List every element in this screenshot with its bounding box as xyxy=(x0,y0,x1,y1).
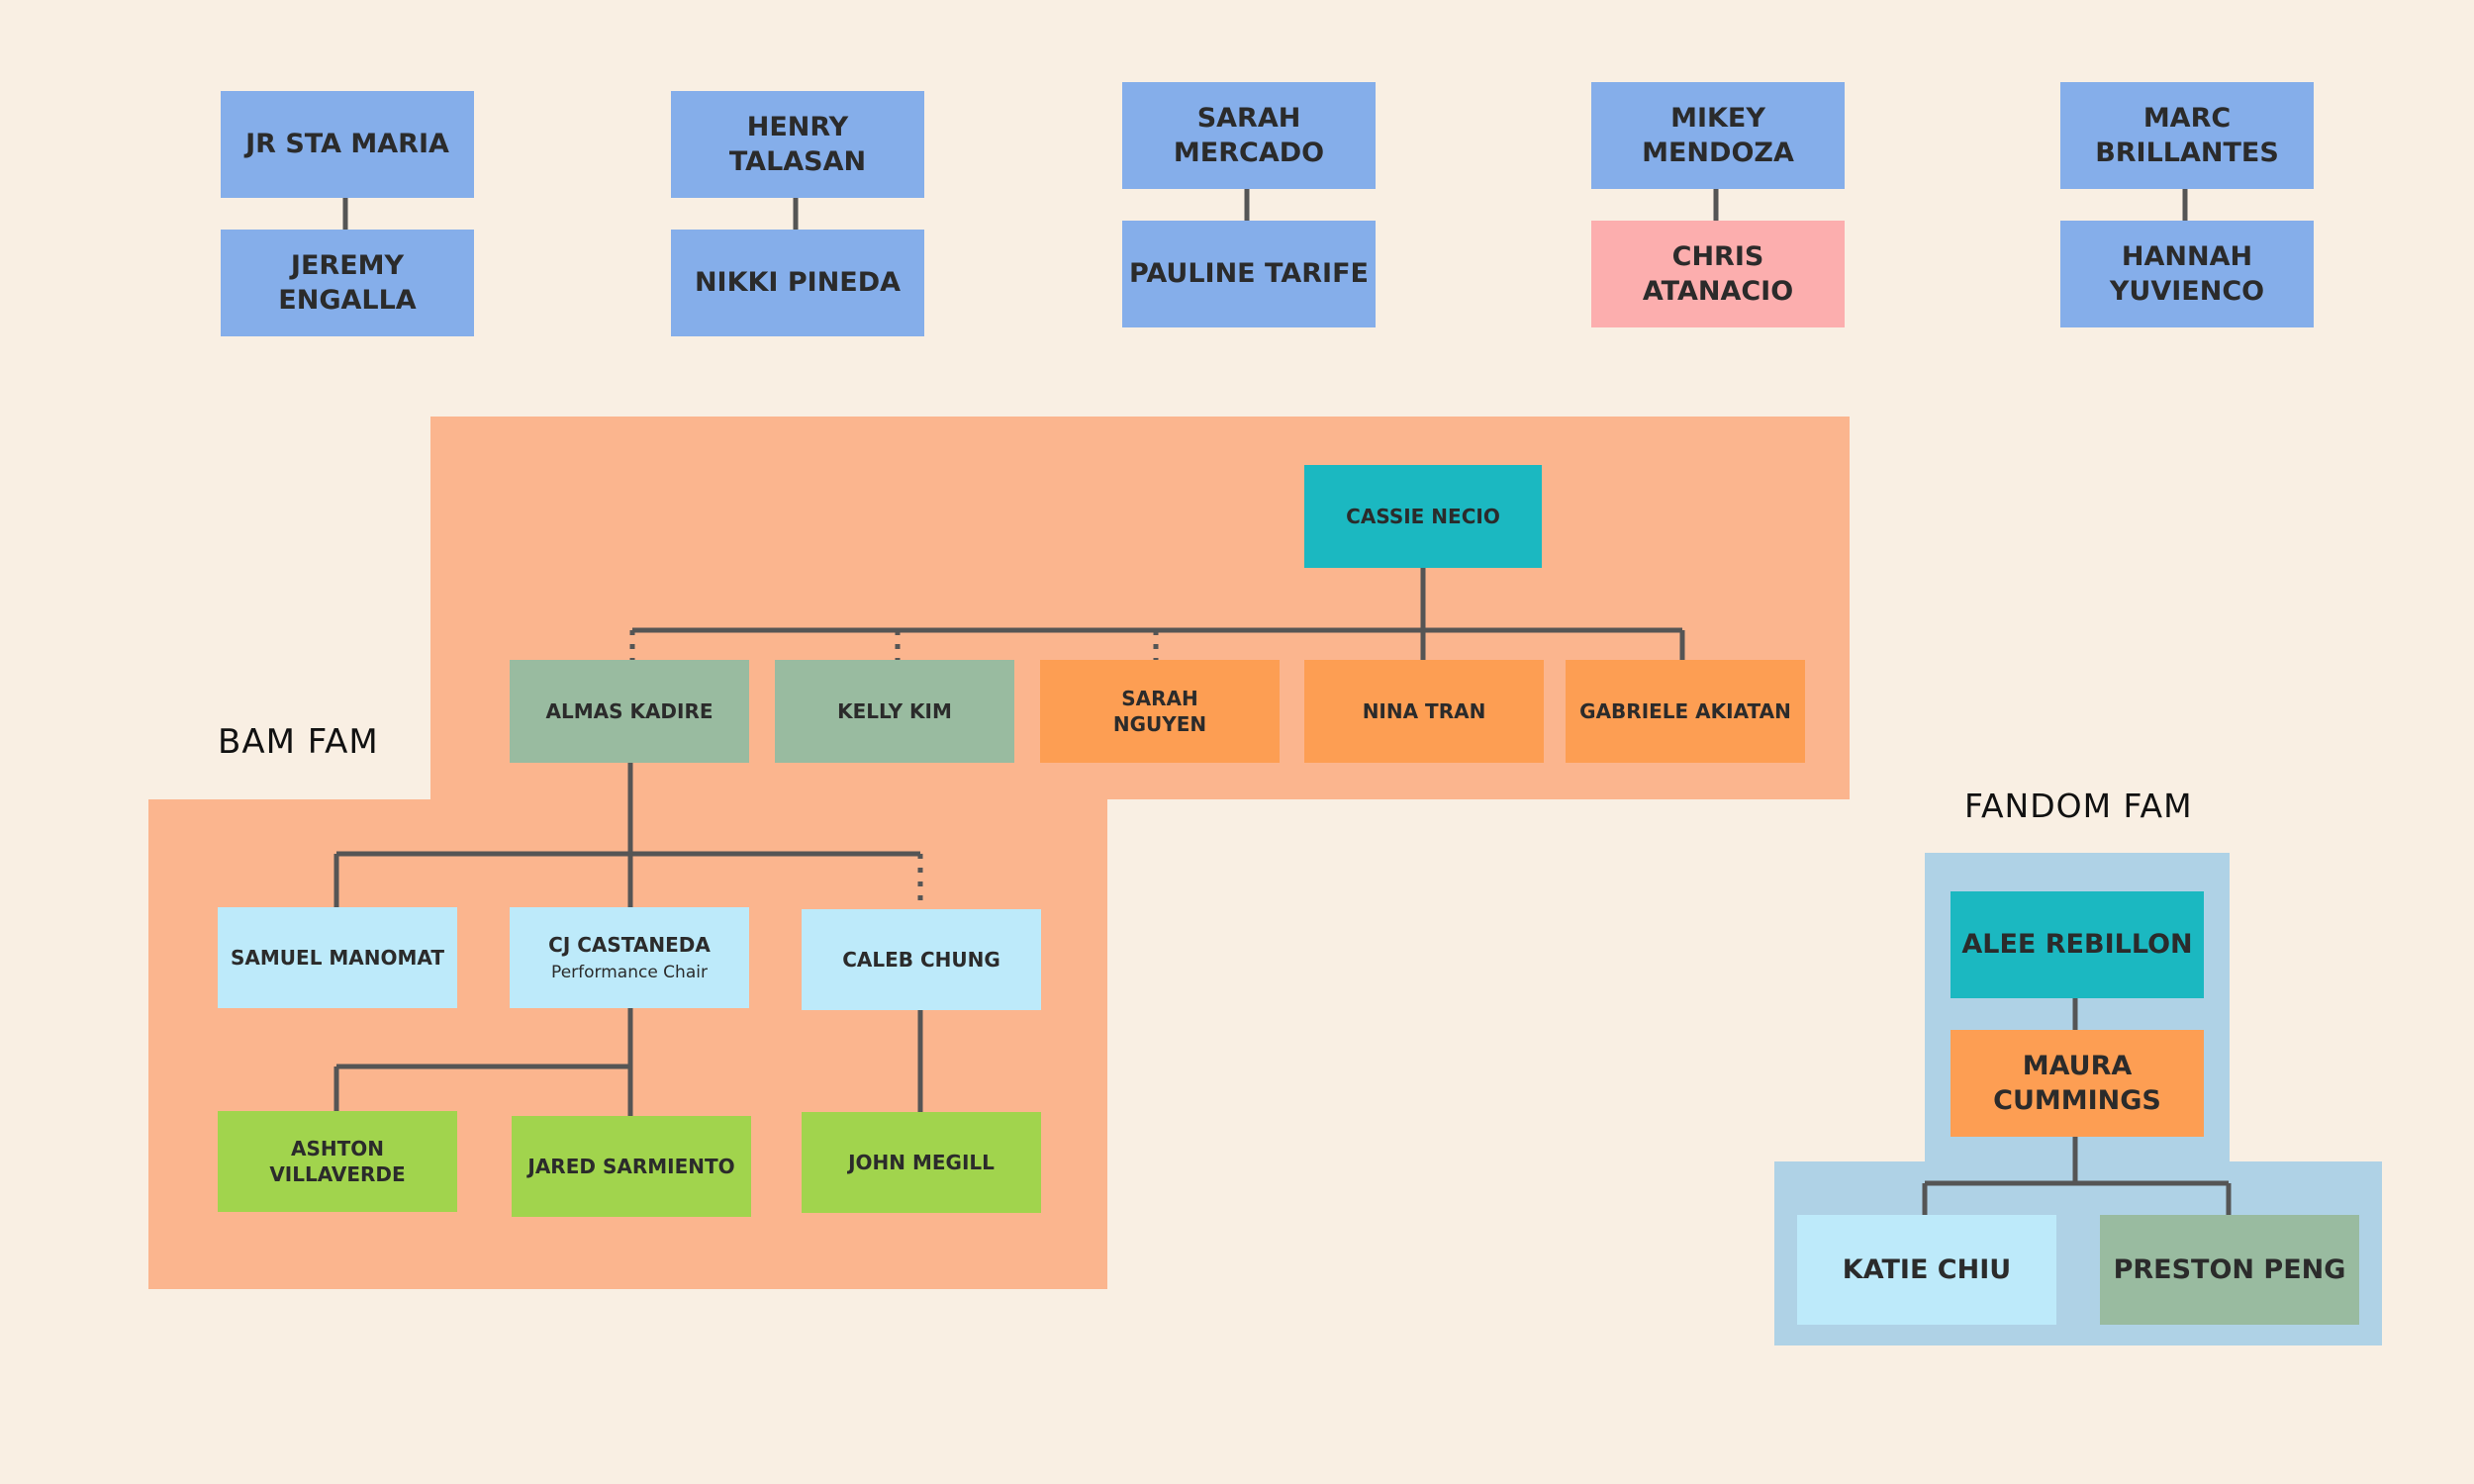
bam-level2-name-3: CALEB CHUNG xyxy=(842,948,1000,972)
pair-2-top-node: HENRY TALASAN xyxy=(671,91,924,198)
pair-3-bottom-node: PAULINE TARIFE xyxy=(1122,221,1376,327)
bam-level1-node-4: NINA TRAN xyxy=(1304,660,1544,763)
bam-level2-name-2: CJ CASTANEDA xyxy=(548,932,711,957)
bam-level3-node-2: JARED SARMIENTO xyxy=(512,1116,751,1217)
pair-2-bottom-node: NIKKI PINEDA xyxy=(671,230,924,336)
bam-fam-label: BAM FAM xyxy=(218,722,379,762)
pair-5-bottom-node: HANNAH YUVIENCO xyxy=(2060,221,2314,327)
fandom-child-node-1: KATIE CHIU xyxy=(1797,1215,2056,1325)
fandom-root-node: ALEE REBILLON xyxy=(1951,891,2204,998)
bam-level2-node-1: SAMUEL MANOMAT xyxy=(218,907,457,1008)
bam-level1-node-1: ALMAS KADIRE xyxy=(510,660,749,763)
pair-1-top-node: JR STA MARIA xyxy=(221,91,474,198)
bam-level2-node-3: CALEB CHUNG xyxy=(802,909,1041,1010)
pair-4-bottom-node: CHRIS ATANACIO xyxy=(1591,221,1845,327)
pair-1-bottom-node: JEREMY ENGALLA xyxy=(221,230,474,336)
bam-level1-node-5: GABRIELE AKIATAN xyxy=(1566,660,1805,763)
fandom-middle-node: MAURA CUMMINGS xyxy=(1951,1030,2204,1137)
pair-3-top-node: SARAH MERCADO xyxy=(1122,82,1376,189)
bam-level2-role-2: Performance Chair xyxy=(551,962,708,982)
bam-level3-node-1: ASHTON VILLAVERDE xyxy=(218,1111,457,1212)
fandom-child-node-2: PRESTON PENG xyxy=(2100,1215,2359,1325)
pair-5-top-node: MARC BRILLANTES xyxy=(2060,82,2314,189)
bam-level2-name-1: SAMUEL MANOMAT xyxy=(231,946,444,970)
bam-level1-node-2: KELLY KIM xyxy=(775,660,1014,763)
bam-level3-node-3: JOHN MEGILL xyxy=(802,1112,1041,1213)
bam-level1-node-3: SARAH NGUYEN xyxy=(1040,660,1280,763)
pair-4-top-node: MIKEY MENDOZA xyxy=(1591,82,1845,189)
bam-root-node: CASSIE NECIO xyxy=(1304,465,1542,568)
fandom-fam-label: FANDOM FAM xyxy=(1964,787,2193,825)
bam-level2-node-2: CJ CASTANEDA Performance Chair xyxy=(510,907,749,1008)
